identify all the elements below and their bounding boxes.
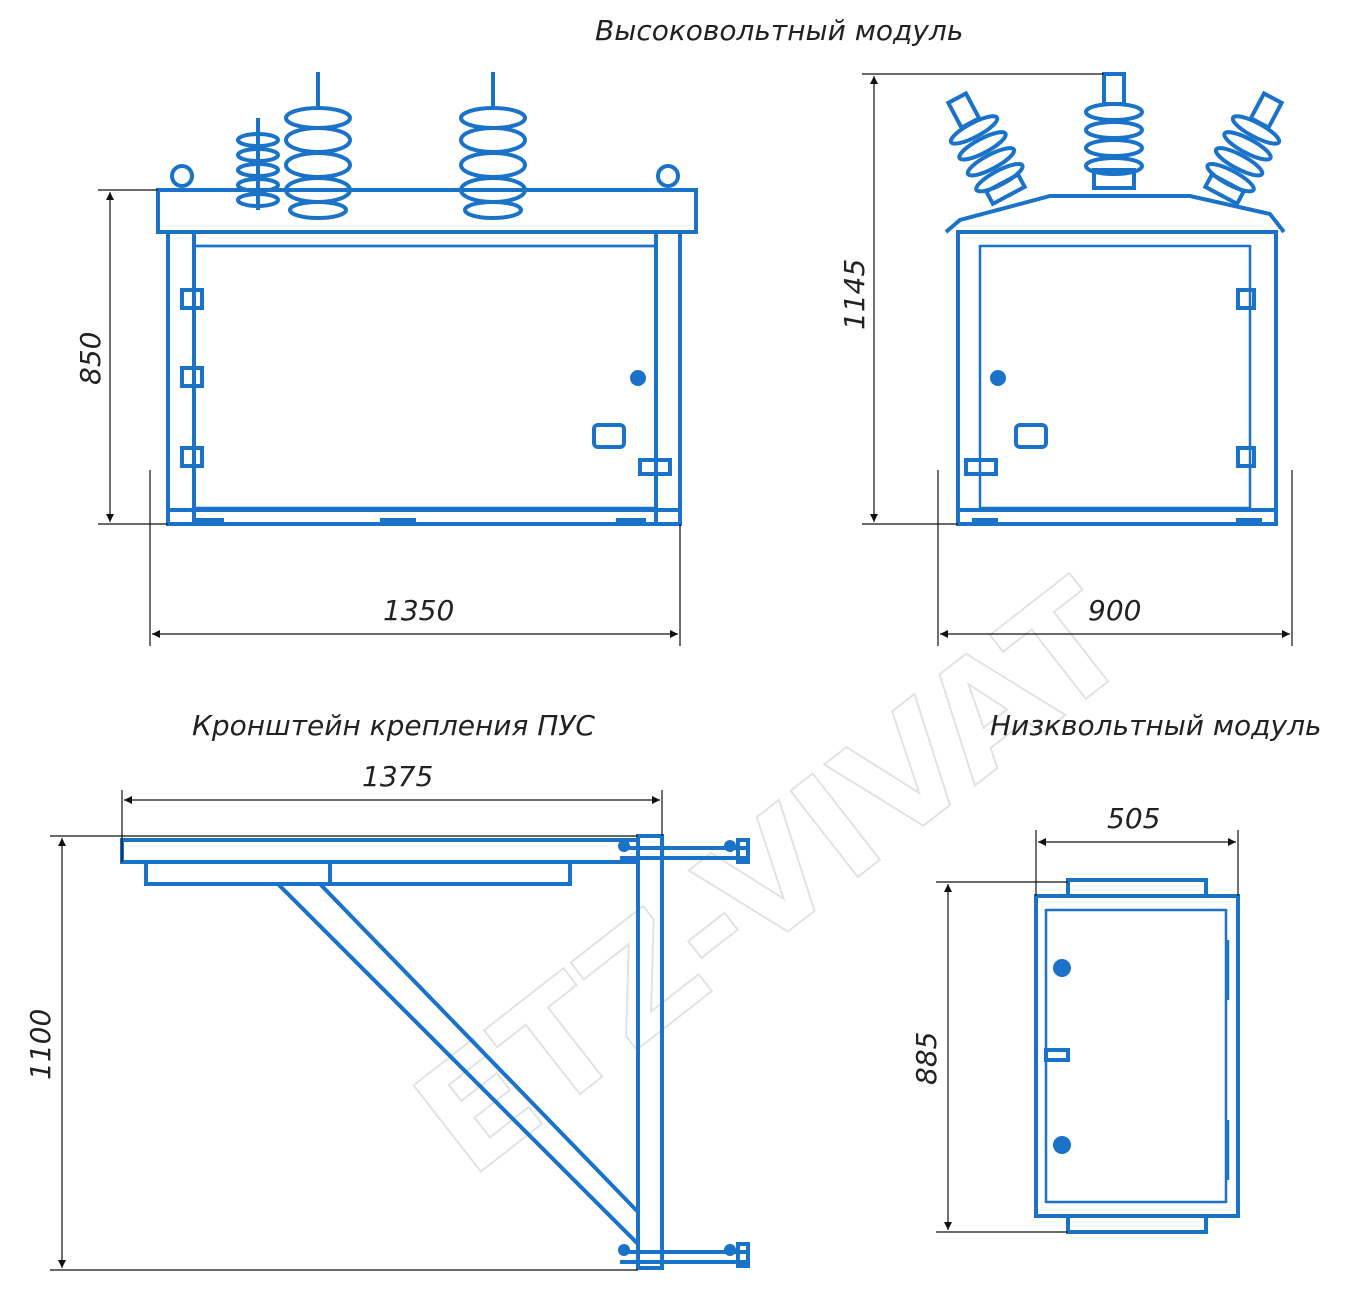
dim-lv-width: 505 <box>1107 802 1160 835</box>
side-insulator-center <box>1084 72 1144 190</box>
dim-hv-side-height: 1145 <box>838 259 871 330</box>
dim-hv-front-width: 1350 <box>383 594 454 627</box>
title-bracket: Кронштейн крепления ПУС <box>192 709 595 742</box>
small-insulator <box>236 118 280 210</box>
top-clamp <box>618 838 750 864</box>
hv-front-view <box>156 72 698 526</box>
bracket-view <box>120 834 750 1270</box>
side-insulator-left <box>945 90 1028 207</box>
dim-bracket-height: 1100 <box>24 1009 57 1080</box>
dim-hv-side-width: 900 <box>1088 594 1141 627</box>
insulator-1 <box>284 72 352 220</box>
insulator-2 <box>459 72 527 220</box>
lv-dims: 505 885 <box>910 802 1239 1233</box>
dim-hv-front-height: 850 <box>74 332 107 385</box>
bottom-clamp <box>618 1242 750 1268</box>
hv-front-dims: 850 1350 <box>74 189 681 646</box>
bracket-dims: 1375 1100 <box>24 760 663 1271</box>
hv-side-view <box>944 72 1286 526</box>
dim-bracket-width: 1375 <box>362 760 433 793</box>
lv-module-view <box>1034 878 1240 1234</box>
title-hv-module: Высоковольтный модуль <box>595 14 963 47</box>
title-lv-module: Низквольтный модуль <box>990 709 1322 742</box>
dim-lv-height: 885 <box>910 1032 943 1085</box>
side-insulator-right <box>1202 90 1285 207</box>
hv-side-dims: 1145 900 <box>838 73 1293 646</box>
